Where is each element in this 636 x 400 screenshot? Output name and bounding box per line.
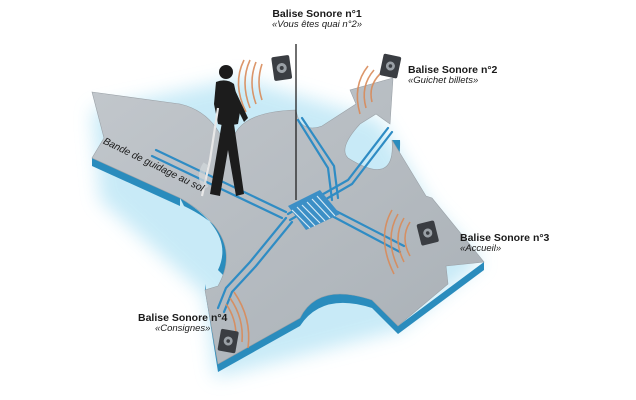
beacon-2-title: Balise Sonore n°2 — [408, 64, 498, 76]
beacon-3-label: Balise Sonore n°3 «Accueil» — [460, 232, 549, 255]
loudspeaker-icon — [217, 53, 439, 354]
beacon-4-subtitle: «Consignes» — [154, 323, 211, 335]
sound-wave-icon — [225, 59, 411, 349]
beacon-3-subtitle: «Accueil» — [460, 243, 502, 255]
beacon-1-title: Balise Sonore n°1 — [272, 8, 362, 20]
floor-surface — [91, 77, 485, 365]
beacon-2-label: Balise Sonore n°2 «Guichet billets» — [408, 64, 497, 87]
beacon-1-subtitle: «Vous êtes quai n°2» — [272, 19, 363, 31]
beacon-2-subtitle: «Guichet billets» — [408, 75, 479, 87]
central-crossing-grid — [288, 190, 340, 230]
beacon-1-label: Balise Sonore n°1 «Vous êtes quai n°2» — [272, 8, 362, 31]
beacon-4-title: Balise Sonore n°4 — [138, 312, 228, 324]
beacon-3-title: Balise Sonore n°3 — [460, 232, 550, 244]
visually-impaired-walker-icon — [199, 65, 248, 197]
beacon-4-label: Balise Sonore n°4 «Consignes» — [138, 312, 227, 335]
